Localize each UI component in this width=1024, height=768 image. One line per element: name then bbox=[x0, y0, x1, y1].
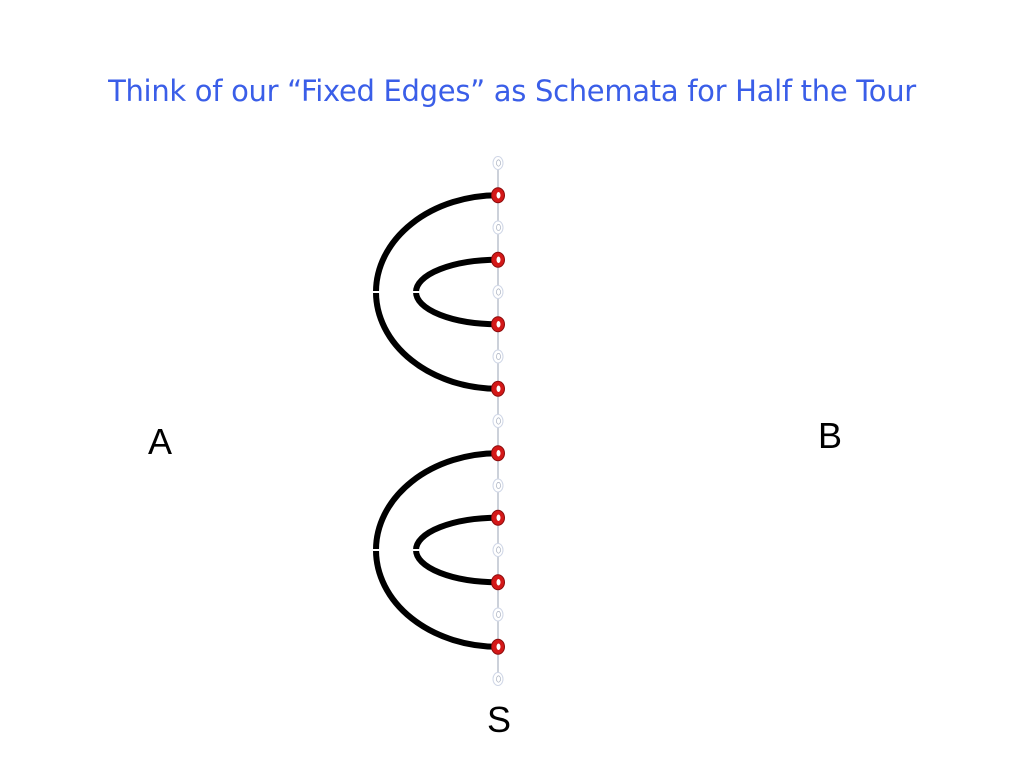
fixed-edge-1-7 bbox=[373, 192, 501, 392]
fixed-edge-3-5 bbox=[413, 256, 501, 328]
fixed-node bbox=[491, 445, 505, 462]
free-node bbox=[492, 543, 504, 557]
fixed-edge-11-13 bbox=[413, 514, 501, 586]
tour-nodes bbox=[491, 156, 505, 686]
fixed-node bbox=[491, 187, 505, 204]
fixed-edges bbox=[371, 192, 501, 650]
free-node bbox=[492, 607, 504, 622]
region-label-a: A bbox=[148, 421, 173, 462]
free-node bbox=[492, 220, 504, 235]
free-node bbox=[492, 349, 504, 364]
free-node bbox=[492, 478, 504, 493]
fixed-node bbox=[491, 251, 505, 268]
edge-apex-break bbox=[371, 291, 381, 293]
node-label-s: S bbox=[487, 699, 512, 740]
slide-title: Think of our “Fixed Edges” as Schemata f… bbox=[108, 74, 916, 108]
edge-apex-break bbox=[411, 291, 421, 293]
free-node bbox=[492, 285, 504, 299]
free-node bbox=[492, 156, 504, 170]
region-label-b: B bbox=[818, 415, 843, 456]
free-node bbox=[492, 672, 504, 686]
edge-apex-break bbox=[371, 549, 381, 551]
fixed-edge-9-15 bbox=[373, 450, 501, 650]
free-node bbox=[492, 414, 504, 428]
fixed-node bbox=[491, 638, 505, 655]
edge-apex-break bbox=[411, 549, 421, 551]
fixed-node bbox=[491, 509, 505, 526]
fixed-node bbox=[491, 574, 505, 591]
fixed-node bbox=[491, 316, 505, 333]
fixed-node bbox=[491, 380, 505, 397]
